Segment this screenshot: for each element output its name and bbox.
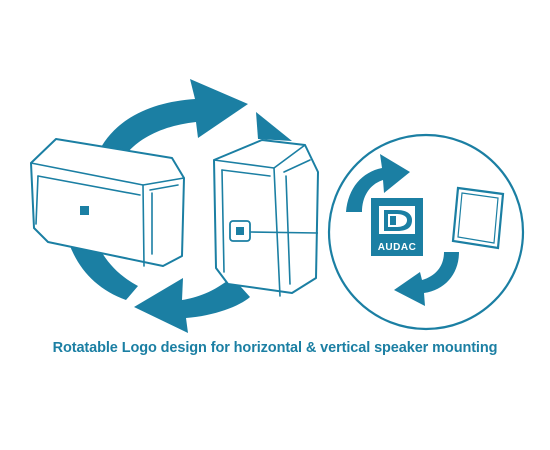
speaker-vertical-icon <box>213 139 319 297</box>
speaker-vertical-body <box>213 139 319 294</box>
speaker-horizontal-logo <box>80 206 89 215</box>
callout-line <box>249 231 319 234</box>
audac-logo-text: AUDAC <box>378 242 417 253</box>
small-rotate-arrow-top <box>346 154 410 212</box>
small-rotate-arrow-bottom <box>394 252 459 306</box>
logo-plate-icon <box>451 186 505 250</box>
audac-logo-icon: AUDAC <box>371 198 423 256</box>
caption-text: Rotatable Logo design for horizontal & v… <box>52 340 498 356</box>
speaker-horizontal-body <box>30 138 185 267</box>
detail-circle-outline <box>327 133 525 331</box>
detail-circle: AUDAC <box>327 133 525 331</box>
speaker-vertical-logo <box>236 227 244 235</box>
rotate-arrow-bottom-segment <box>134 277 250 333</box>
rotate-arrow-right-upper-head <box>256 112 292 141</box>
rotate-arrow-top-segment <box>95 79 248 168</box>
logo-plate-outer <box>451 186 505 250</box>
logo-plate-inner <box>457 192 499 244</box>
speaker-vertical-logo-frame <box>229 220 251 242</box>
speaker-horizontal-icon <box>30 138 185 267</box>
